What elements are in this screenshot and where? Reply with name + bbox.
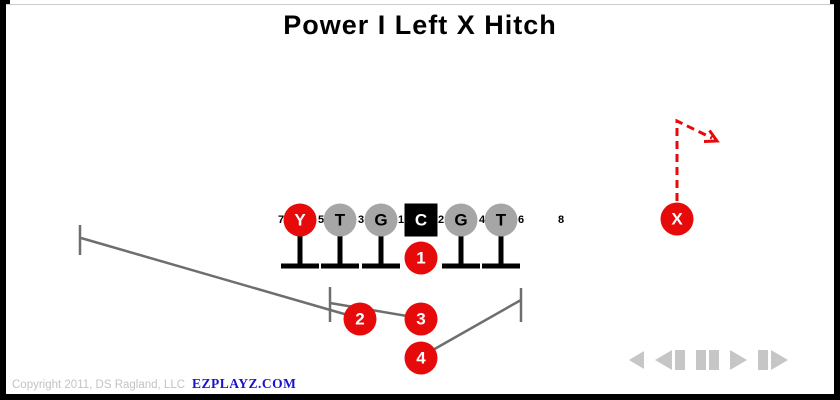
player-Y: Y (283, 203, 317, 237)
player-RG: G (444, 203, 478, 237)
pause-bar-icon (709, 350, 719, 370)
motion-line (80, 236, 359, 320)
gap-number: 2 (437, 214, 445, 226)
player-RT: T (484, 203, 518, 237)
frame-top-line (0, 4, 840, 5)
frame-corner-mark (0, 0, 10, 4)
pause-button[interactable] (696, 350, 719, 370)
gap-number: 6 (517, 214, 525, 226)
step-back-bar-icon (675, 350, 685, 370)
play-button[interactable] (730, 350, 747, 370)
frame-right-border (834, 3, 840, 400)
gap-number: 8 (557, 214, 565, 226)
back-icon (629, 351, 644, 369)
motion-line (423, 298, 522, 357)
step-forward-bar-icon (758, 350, 768, 370)
step-forward-triangle-icon (771, 350, 788, 370)
playback-controls (629, 350, 788, 370)
gap-number: 4 (478, 214, 486, 226)
frame-bottom-border (0, 394, 840, 400)
x-route-arrowhead (703, 129, 720, 143)
frame-corner-mark (830, 0, 840, 4)
back-button[interactable] (629, 351, 644, 369)
pause-bar-icon (696, 350, 706, 370)
step-forward-button[interactable] (758, 350, 788, 370)
brand-link[interactable]: EZPLAYZ.COM (192, 376, 297, 391)
step-back-triangle-icon (655, 350, 672, 370)
gap-number: 1 (397, 214, 405, 226)
player-2: 2 (343, 302, 377, 336)
play-title: Power I Left X Hitch (283, 10, 557, 40)
copyright-text: Copyright 2011, DS Ragland, LLC (12, 379, 186, 391)
gap-number: 5 (317, 214, 325, 226)
player-1: 1 (404, 241, 438, 275)
gap-number: 3 (357, 214, 365, 226)
x-route-dashed (675, 118, 713, 201)
player-C: C (404, 203, 438, 237)
play-icon (730, 350, 747, 370)
gap-number: 7 (277, 214, 285, 226)
player-4: 4 (404, 341, 438, 375)
step-back-button[interactable] (655, 350, 685, 370)
footer: Copyright 2011, DS Ragland, LLC EZPLAYZ.… (12, 376, 296, 392)
player-LT: T (323, 203, 357, 237)
frame-left-border (0, 3, 6, 400)
player-LG: G (364, 203, 398, 237)
player-3: 3 (404, 302, 438, 336)
player-X: X (660, 202, 694, 236)
